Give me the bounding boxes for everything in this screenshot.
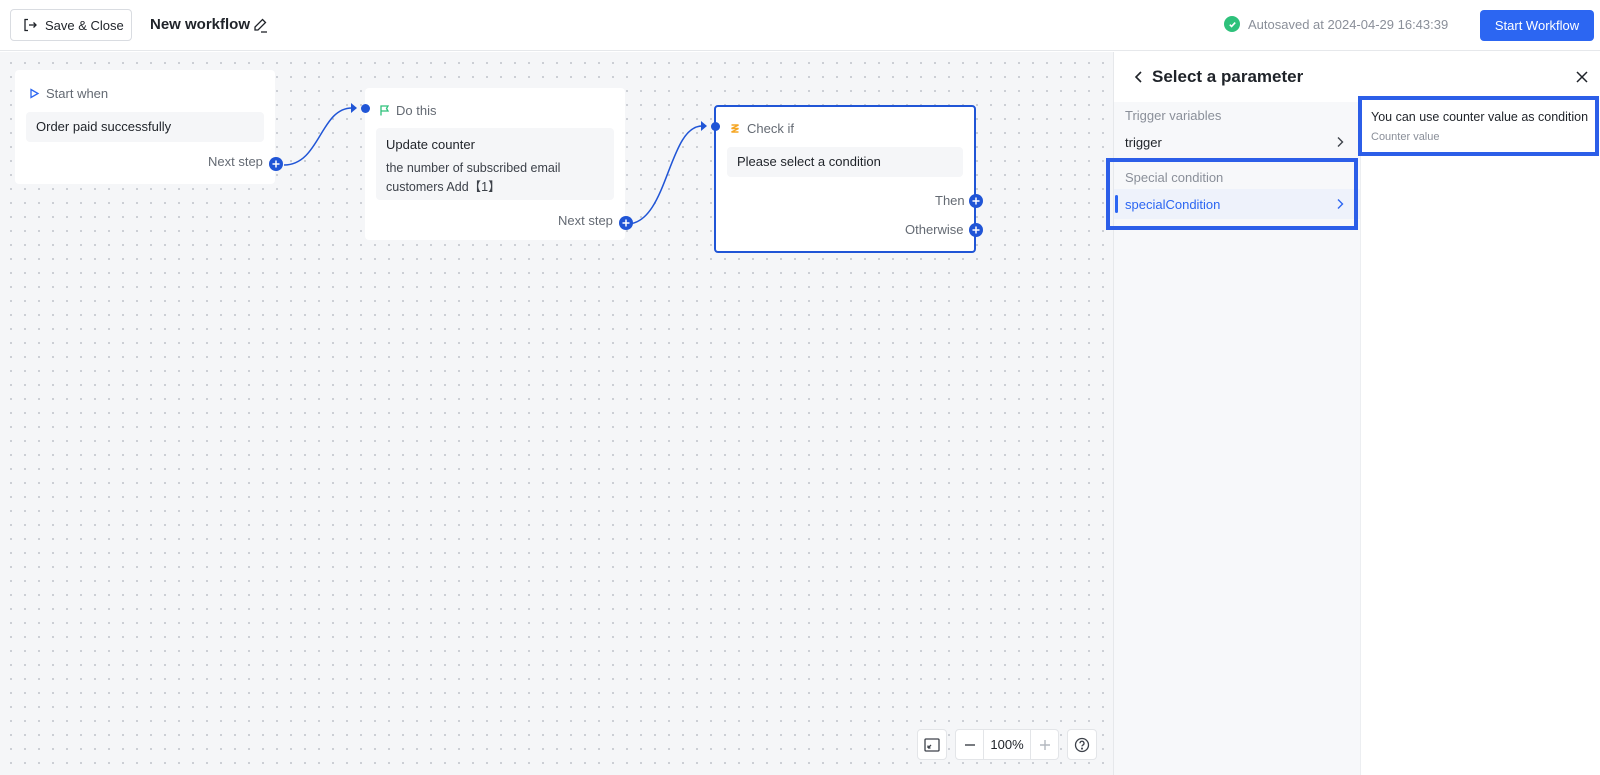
panel-header: Select a parameter <box>1114 52 1600 102</box>
action-description-line2: customers Add【1】 <box>386 180 501 194</box>
group-label-special: Special condition <box>1125 170 1224 185</box>
action-title: Update counter <box>386 137 475 152</box>
plus-icon <box>972 226 980 234</box>
workflow-title: New workflow <box>150 16 251 33</box>
group-label-trigger: Trigger variables <box>1125 108 1222 123</box>
action-next-step-label: Next step <box>558 213 613 228</box>
check-node-header: Check if <box>730 121 794 136</box>
check-circle-icon <box>1224 16 1240 32</box>
action-description-line1: the number of subscribed email <box>386 161 561 175</box>
autosave-status: Autosaved at 2024-04-29 16:43:39 <box>1224 16 1448 32</box>
option-counter-value[interactable]: You can use counter value as condition C… <box>1361 102 1600 152</box>
play-triangle-icon <box>30 88 40 99</box>
then-plus[interactable] <box>969 194 983 208</box>
check-input-port[interactable] <box>711 122 720 131</box>
zoom-out-button[interactable] <box>956 730 984 759</box>
flag-icon <box>380 105 390 116</box>
plus-icon <box>622 219 630 227</box>
otherwise-plus[interactable] <box>969 223 983 237</box>
help-icon <box>1074 737 1090 752</box>
plus-icon <box>272 160 280 168</box>
parameter-options-list: You can use counter value as condition C… <box>1360 102 1600 775</box>
option-title: You can use counter value as condition <box>1371 110 1589 124</box>
action-next-step-plus[interactable] <box>619 216 633 230</box>
action-input-port[interactable] <box>361 104 370 113</box>
param-item-special-condition[interactable]: specialCondition <box>1114 189 1360 219</box>
otherwise-label: Otherwise <box>905 222 964 237</box>
start-node[interactable]: Start when Order paid successfully Next … <box>15 70 283 184</box>
chevron-right-icon <box>1337 137 1344 147</box>
parameter-category-list: Trigger variables trigger Special condit… <box>1114 102 1360 775</box>
action-node-header: Do this <box>379 103 436 118</box>
start-workflow-button[interactable]: Start Workflow <box>1480 10 1594 41</box>
start-trigger-box[interactable]: Order paid successfully <box>26 112 264 142</box>
parameter-panel: Select a parameter Trigger variables tri… <box>1113 52 1600 775</box>
action-content-box[interactable]: Update counter the number of subscribed … <box>376 128 614 200</box>
option-subtitle: Counter value <box>1371 131 1440 143</box>
workflow-canvas[interactable]: Start when Order paid successfully Next … <box>0 52 1113 775</box>
then-label: Then <box>935 193 965 208</box>
plus-icon <box>972 197 980 205</box>
minus-icon <box>964 743 975 746</box>
help-button[interactable] <box>1067 729 1097 760</box>
zoom-control: 100% <box>955 729 1059 760</box>
check-condition-box[interactable]: Please select a condition <box>727 147 963 177</box>
exit-icon <box>24 18 37 32</box>
zoom-level: 100% <box>990 737 1024 752</box>
start-node-header: Start when <box>29 86 108 101</box>
zoom-in-button[interactable] <box>1030 730 1058 759</box>
save-close-label: Save & Close <box>45 17 124 33</box>
param-item-trigger[interactable]: trigger <box>1114 127 1360 157</box>
start-next-step-plus[interactable] <box>269 157 283 171</box>
back-chevron-icon[interactable] <box>1132 70 1146 84</box>
close-icon[interactable] <box>1574 69 1590 85</box>
edit-pencil-icon[interactable] <box>252 17 268 33</box>
plus-icon <box>1039 739 1050 750</box>
start-next-step-label: Next step <box>208 154 263 169</box>
chevron-right-icon <box>1337 199 1344 209</box>
fit-screen-button[interactable] <box>917 729 947 760</box>
check-node[interactable]: Check if Please select a condition Then … <box>711 105 983 253</box>
branch-icon <box>731 124 739 133</box>
top-bar: Save & Close New workflow Autosaved at 2… <box>0 0 1600 51</box>
fit-screen-icon <box>924 737 940 752</box>
save-close-button[interactable]: Save & Close <box>10 9 132 41</box>
panel-title: Select a parameter <box>1152 67 1304 86</box>
autosave-text: Autosaved at 2024-04-29 16:43:39 <box>1248 16 1449 32</box>
action-node[interactable]: Do this Update counter the number of sub… <box>361 88 633 240</box>
